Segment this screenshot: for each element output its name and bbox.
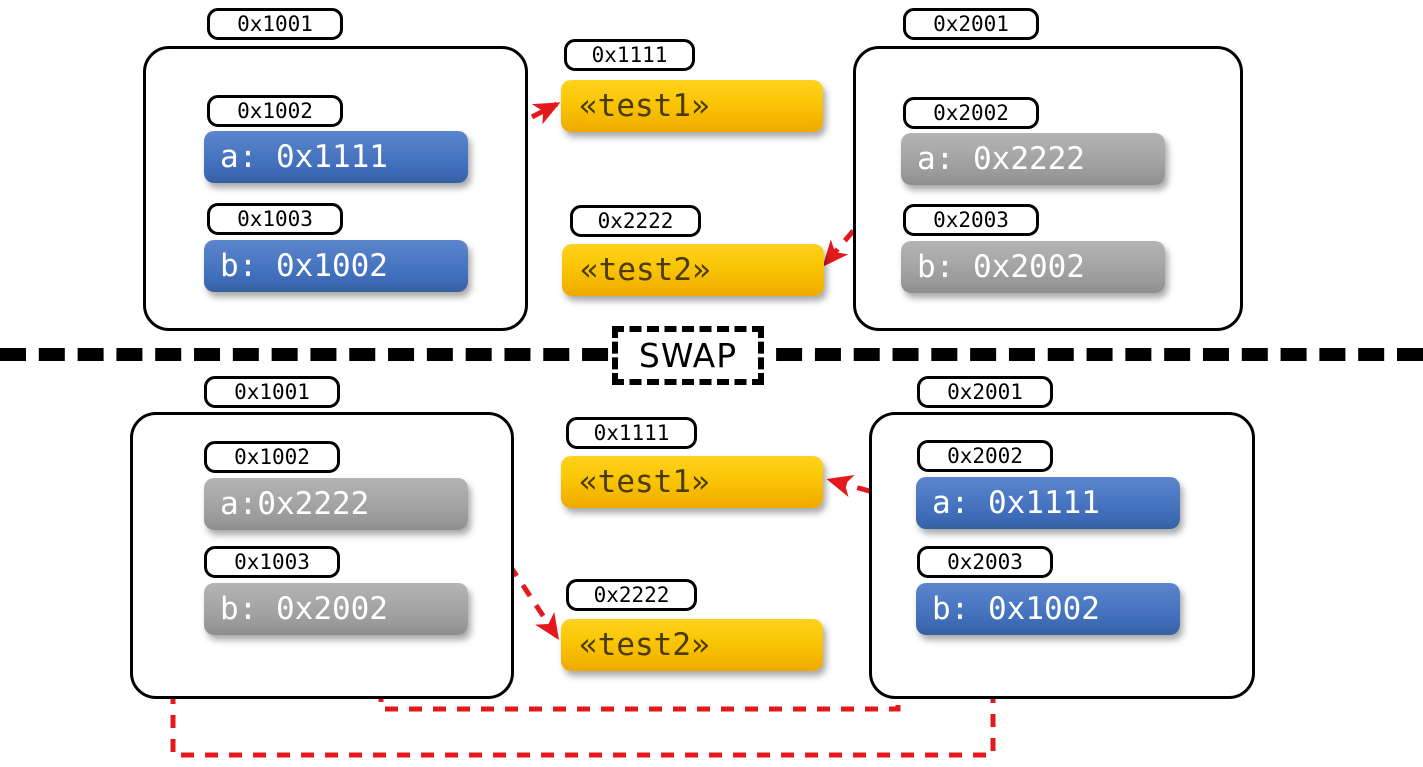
before-left-frame-address: 0x1001 (207, 8, 343, 40)
after-left-slot0-address: 0x1002 (204, 441, 340, 473)
before-right-slot0-value: a: 0x2222 (901, 133, 1165, 185)
swap-label: SWAP (612, 326, 764, 385)
after-string0-value: «test1» (561, 456, 823, 508)
after-left-slot1-address: 0x1003 (204, 546, 340, 578)
before-right-frame-address: 0x2001 (903, 8, 1039, 40)
before-string1-address: 0x2222 (570, 205, 701, 237)
before-right-slot1-value: b: 0x2002 (901, 241, 1165, 293)
before-string1-value: «test2» (562, 244, 824, 296)
before-string0-address: 0x1111 (564, 39, 695, 71)
before-left-slot1-value: b: 0x1002 (204, 240, 468, 292)
after-right-slot1-value: b: 0x1002 (916, 583, 1180, 635)
after-string0-address: 0x1111 (566, 417, 697, 449)
after-string1-address: 0x2222 (566, 579, 697, 611)
after-left-slot0-value: a:0x2222 (204, 478, 468, 530)
after-left-slot1-value: b: 0x2002 (204, 583, 468, 635)
after-right-slot1-address: 0x2003 (917, 546, 1053, 578)
before-left-slot0-value: a: 0x1111 (204, 131, 468, 183)
after-left-frame-address: 0x1001 (204, 376, 340, 408)
before-string0-value: «test1» (561, 80, 823, 132)
before-left-slot1-address: 0x1003 (207, 203, 343, 235)
after-right-slot0-value: a: 0x1111 (916, 477, 1180, 529)
before-right-slot1-address: 0x2003 (903, 204, 1039, 236)
after-right-frame-address: 0x2001 (917, 376, 1053, 408)
before-left-slot0-address: 0x1002 (207, 95, 343, 127)
after-string1-value: «test2» (561, 619, 823, 671)
after-right-slot0-address: 0x2002 (917, 440, 1053, 472)
before-right-slot0-address: 0x2002 (903, 97, 1039, 129)
